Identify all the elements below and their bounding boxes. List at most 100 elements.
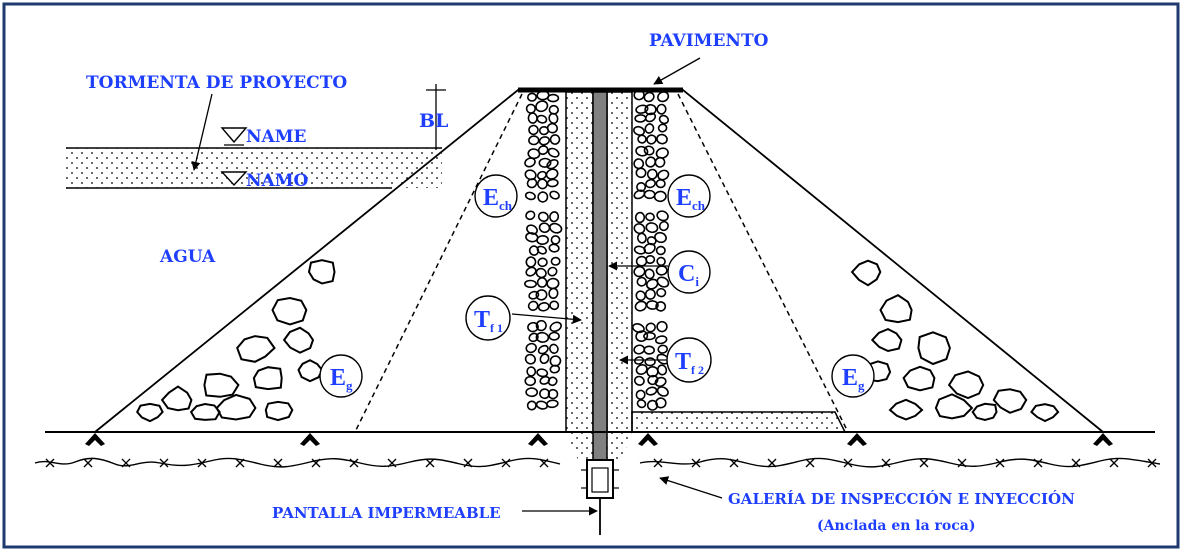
gravel-stone [657,91,670,103]
gravel-stone [643,145,655,156]
gravel-stone [524,191,536,201]
rock-mark-stroke [83,458,93,468]
gravel-stone [524,169,537,181]
svg-text:Tf 2: Tf 2 [675,349,704,377]
rock-mark-stroke [919,458,929,468]
rock-mark-stroke [463,458,473,468]
svg-text:Ech: Ech [483,185,513,213]
gravel-stone [550,235,561,245]
impermeable-core [592,91,608,463]
zone-eg-left: Eg [319,354,363,398]
rock-mark-stroke [691,458,701,468]
rock-mark-stroke [653,458,663,468]
filter-taper-left [566,432,593,460]
gravel-stone [537,145,549,155]
gravel-stone [656,276,670,288]
ech-rock-fill [524,89,670,411]
gravel-stone [643,189,656,200]
support-symbol [528,433,548,446]
gravel-stone [633,189,646,200]
gravel-stone [646,134,657,145]
gravel-stone [547,388,559,400]
gravel-stone [633,265,646,278]
gravel-stone [644,103,657,116]
gravel-stone [658,114,670,125]
zone-eg-right-sub: g [858,378,865,393]
zone-ech-left-sub: ch [499,198,513,213]
gravel-stone [526,178,538,189]
filter-zone-right [606,91,633,433]
gravel-stone [655,397,667,409]
boulder [850,259,882,287]
boulder [870,328,903,353]
gravel-stone [546,122,558,134]
agua-label: AGUA [159,247,216,267]
gravel-stone [645,322,656,333]
boulder [189,402,221,421]
gravel-stone [525,210,536,221]
gravel-stone [548,243,560,253]
gravel-stone [657,344,668,354]
rock-mark-stroke [273,458,283,468]
gravel-stone [636,399,647,409]
zone-eg-left-sub: g [346,378,353,393]
water-band [66,148,442,188]
gravel-stone [549,321,562,333]
name-label: NAME [246,127,307,147]
gravel-stone [645,222,659,234]
gravel-stone [645,156,657,168]
gravel-stone [535,331,550,343]
rock-mark-stroke [425,458,435,468]
gravel-stone [653,190,667,203]
gravel-stone [528,124,539,136]
gravel-stone [633,344,646,355]
gravel-stone [643,91,655,103]
gravel-stone [644,288,656,300]
rock-mark-stroke [539,458,549,468]
gravel-stone [645,254,656,265]
boulder [282,326,315,354]
pantalla-label: PANTALLA IMPERMEABLE [272,504,501,522]
gravel-stone [548,331,560,341]
gravel-stone [635,145,649,157]
gravel-stone [525,387,539,398]
gravel-stone [546,399,559,409]
galeria-label: GALERÍA DE INSPECCIÓN E INYECCIÓN [728,490,1075,508]
rock-mark-stroke [501,458,511,468]
gravel-stone [536,90,550,101]
gravel-stone [549,300,560,311]
gravel-stone [631,323,645,334]
bl-label: BL [419,110,448,132]
boulder [307,259,336,285]
zone-eg-right: Eg [831,354,875,398]
dashed-boundary-left [354,93,523,433]
rock-marks [45,458,1157,468]
gravel-stone [658,220,669,232]
foundation-supports [85,433,1113,446]
rock-foundation-line [34,457,1161,468]
gravel-stone [646,300,659,310]
rock-mark-stroke [1147,458,1157,468]
support-symbol [847,433,867,446]
gravel-stone [536,245,547,255]
boulder [902,365,936,392]
gravel-stone [524,353,537,365]
boulder [947,370,985,400]
gravel-stone [549,364,561,374]
gravel-stone [548,112,559,125]
boulder [934,393,974,420]
gallery-opening [591,467,609,493]
tormenta-label: TORMENTA DE PROYECTO [86,73,347,93]
gravel-stone [525,256,537,268]
zone-tf1: Tf 1 [465,295,511,341]
gravel-stone [525,342,537,354]
gravel-stone [654,156,666,168]
zone-tf1-main: T [474,307,490,333]
gravel-stone [535,400,549,410]
gravel-stone [528,290,540,300]
gravel-stone [538,136,551,146]
gravel-stone [524,375,536,387]
gravel-stone [635,167,647,179]
rock-mark-stroke [121,458,131,468]
